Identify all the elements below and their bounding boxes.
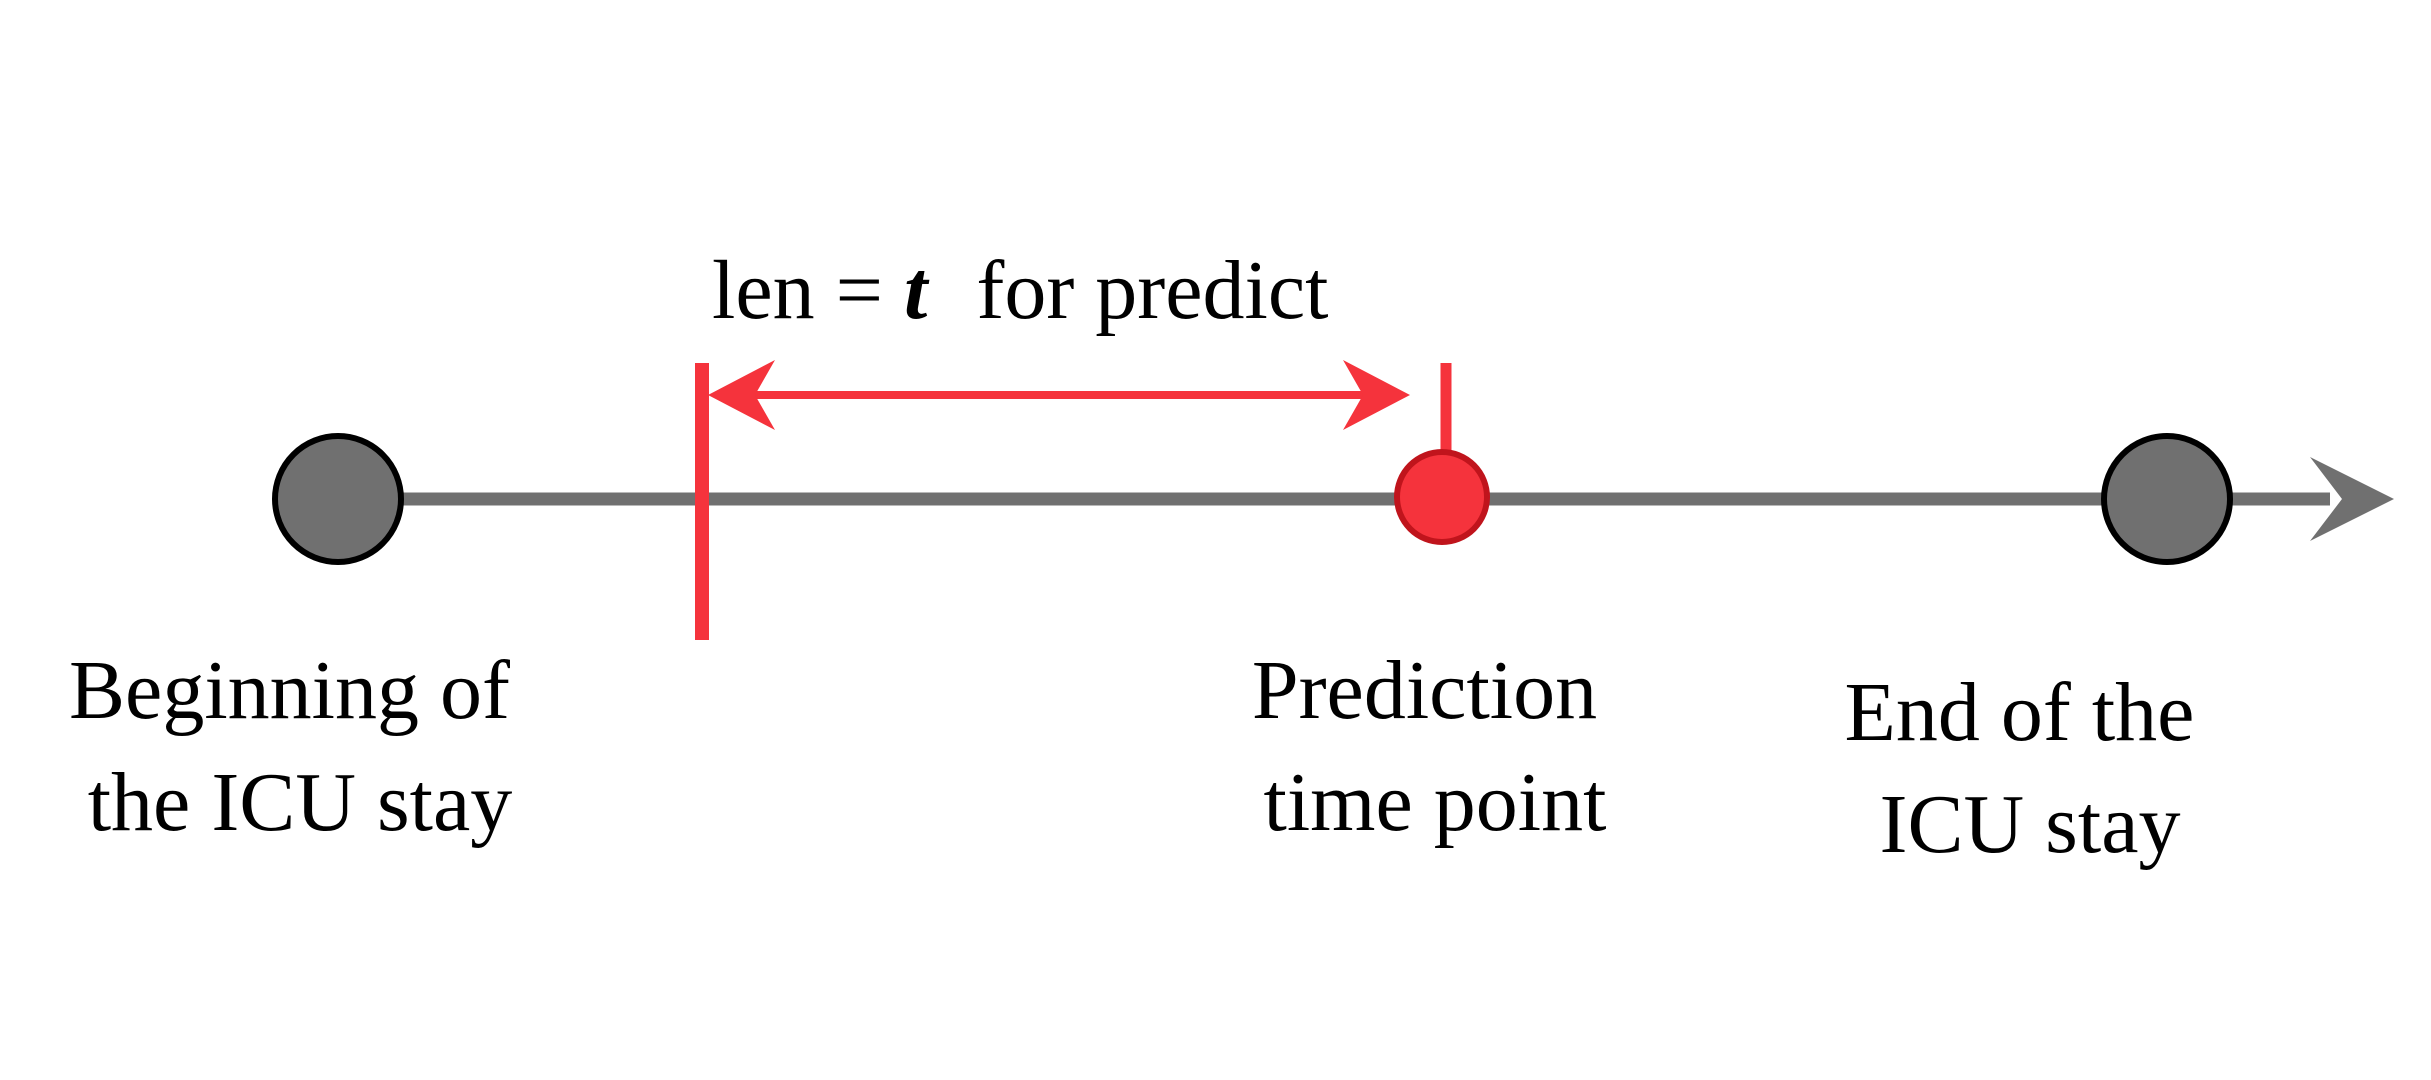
window-length-suffix: for predict [955, 244, 1328, 337]
beginning-node [272, 433, 404, 565]
window-length-prefix: len = [712, 244, 904, 337]
prediction-node [1394, 449, 1490, 545]
end-node [2101, 433, 2233, 565]
beginning-label-line-2: the ICU stay [88, 756, 513, 849]
prediction-label-line-2: time point [1264, 756, 1607, 849]
end-label: End of the ICU stay [1845, 666, 2216, 871]
window-length-arrow [708, 360, 1410, 430]
window-length-variable: t [904, 244, 930, 337]
window-length-label: len = t for predict [712, 244, 1329, 337]
beginning-label: Beginning of the ICU stay [69, 644, 531, 849]
end-label-line-2: ICU stay [1880, 778, 2181, 871]
prediction-label: Prediction time point [1252, 644, 1618, 849]
prediction-label-line-1: Prediction [1252, 644, 1597, 737]
timeline-arrowhead [2310, 457, 2394, 541]
beginning-label-line-1: Beginning of [69, 644, 510, 737]
end-label-line-1: End of the [1845, 666, 2195, 759]
